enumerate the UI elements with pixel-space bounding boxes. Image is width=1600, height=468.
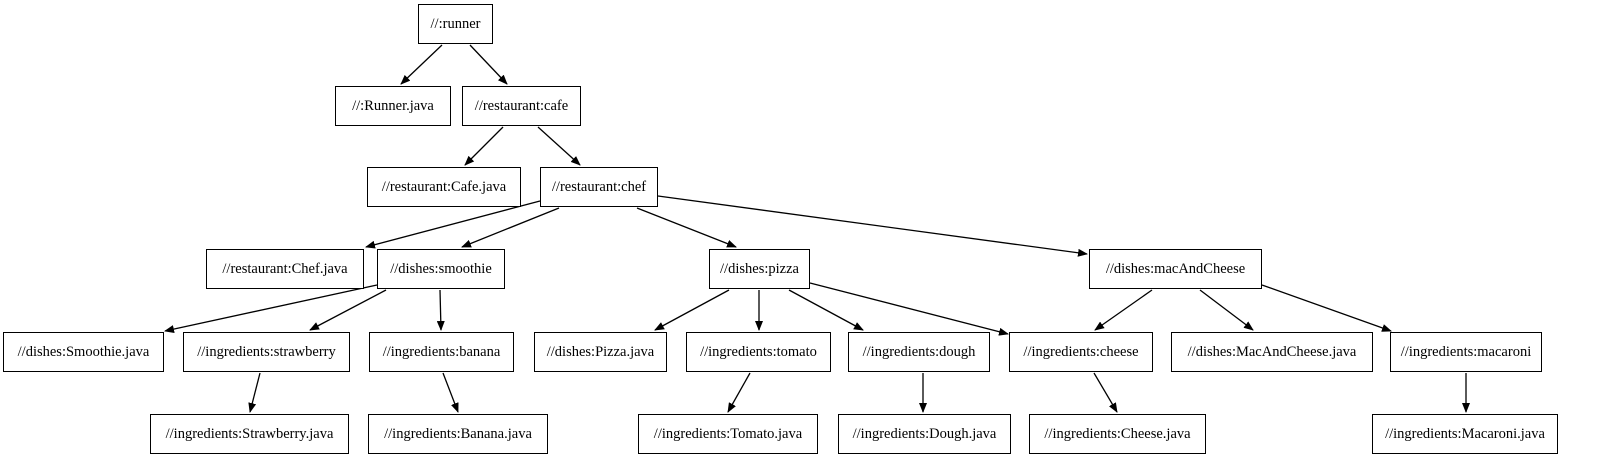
graph-node-smoothie_java[interactable]: //dishes:Smoothie.java — [3, 332, 164, 372]
graph-node-strawberry_java[interactable]: //ingredients:Strawberry.java — [150, 414, 349, 454]
graph-node-label: //ingredients:strawberry — [197, 343, 336, 360]
graph-node-banana_java[interactable]: //ingredients:Banana.java — [368, 414, 548, 454]
graph-node-label: //:runner — [430, 15, 481, 32]
graph-node-label: //dishes:pizza — [720, 260, 799, 277]
graph-node-tomato_java[interactable]: //ingredients:Tomato.java — [638, 414, 818, 454]
graph-node-ing_macaroni[interactable]: //ingredients:macaroni — [1390, 332, 1542, 372]
graph-node-restaurant_cafe[interactable]: //restaurant:cafe — [462, 86, 581, 126]
graph-node-label: //restaurant:Cafe.java — [381, 178, 507, 195]
graph-node-label: //restaurant:Chef.java — [222, 260, 348, 277]
graph-node-label: //dishes:smoothie — [390, 260, 492, 277]
graph-node-label: //ingredients:dough — [862, 343, 976, 360]
graph-node-chef_java[interactable]: //restaurant:Chef.java — [206, 249, 364, 289]
graph-node-ing_banana[interactable]: //ingredients:banana — [369, 332, 514, 372]
graph-node-label: //ingredients:Strawberry.java — [165, 425, 334, 442]
graph-node-label: //restaurant:cafe — [474, 97, 569, 114]
graph-node-label: //ingredients:Banana.java — [384, 425, 532, 442]
graph-node-dishes_smoothie[interactable]: //dishes:smoothie — [377, 249, 505, 289]
graph-node-label: //ingredients:Cheese.java — [1044, 425, 1191, 442]
graph-node-runner_java[interactable]: //:Runner.java — [335, 86, 451, 126]
graph-node-macandchz_java[interactable]: //dishes:MacAndCheese.java — [1171, 332, 1373, 372]
graph-node-label: //:Runner.java — [352, 97, 434, 114]
graph-node-dishes_pizza[interactable]: //dishes:pizza — [709, 249, 810, 289]
graph-node-ing_cheese[interactable]: //ingredients:cheese — [1009, 332, 1153, 372]
graph-node-ing_dough[interactable]: //ingredients:dough — [848, 332, 990, 372]
graph-node-label: //ingredients:Macaroni.java — [1385, 425, 1545, 442]
graph-node-ing_strawberry[interactable]: //ingredients:strawberry — [183, 332, 350, 372]
graph-node-label: //ingredients:banana — [382, 343, 501, 360]
graph-node-cafe_java[interactable]: //restaurant:Cafe.java — [367, 167, 521, 207]
graph-node-restaurant_chef[interactable]: //restaurant:chef — [540, 167, 658, 207]
graph-node-ing_tomato[interactable]: //ingredients:tomato — [686, 332, 831, 372]
graph-node-label: //ingredients:Tomato.java — [653, 425, 803, 442]
graph-node-dough_java[interactable]: //ingredients:Dough.java — [838, 414, 1011, 454]
graph-node-label: //restaurant:chef — [551, 178, 647, 195]
graph-node-label: //ingredients:Dough.java — [852, 425, 997, 442]
graph-node-label: //ingredients:tomato — [700, 343, 817, 360]
graph-node-pizza_java[interactable]: //dishes:Pizza.java — [534, 332, 667, 372]
graph-node-runner[interactable]: //:runner — [418, 4, 493, 44]
graph-node-label: //dishes:Smoothie.java — [17, 343, 150, 360]
graph-node-label: //ingredients:cheese — [1023, 343, 1139, 360]
graph-node-label: //ingredients:macaroni — [1400, 343, 1532, 360]
graph-node-label: //dishes:MacAndCheese.java — [1187, 343, 1357, 360]
graph-node-macaroni_java[interactable]: //ingredients:Macaroni.java — [1372, 414, 1558, 454]
graph-node-cheese_java[interactable]: //ingredients:Cheese.java — [1029, 414, 1206, 454]
graph-node-label: //dishes:Pizza.java — [546, 343, 655, 360]
graph-node-dishes_macandchz[interactable]: //dishes:macAndCheese — [1089, 249, 1262, 289]
graph-node-label: //dishes:macAndCheese — [1105, 260, 1246, 277]
